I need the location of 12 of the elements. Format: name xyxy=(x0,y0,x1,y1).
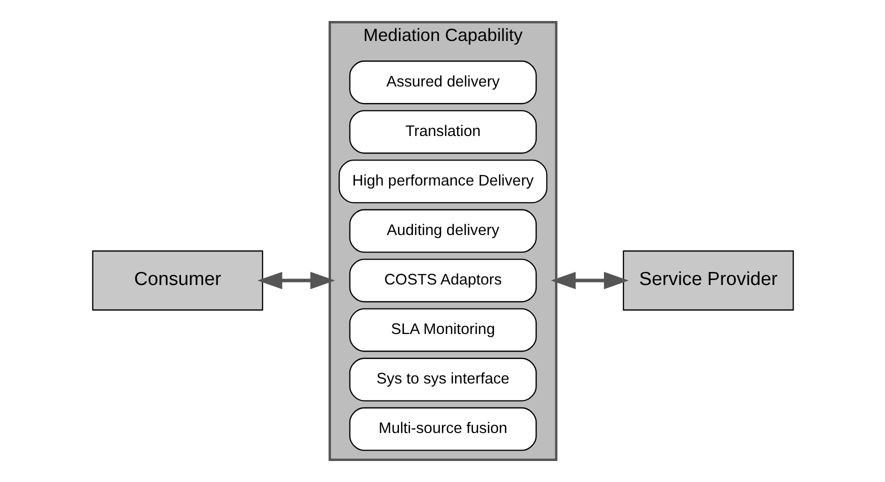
node-box: COSTS Adaptors xyxy=(348,258,536,302)
node-box: Multi-source fusion xyxy=(348,407,536,451)
node-box: Auditing delivery xyxy=(348,209,536,253)
node-box: Sys to sys interface xyxy=(348,358,536,402)
node-box: Assured delivery xyxy=(348,60,536,104)
node-box: High performance Delivery xyxy=(338,160,547,204)
node-box: SLA Monitoring xyxy=(348,308,536,352)
node-box: Consumer xyxy=(92,250,263,311)
node-box: Translation xyxy=(348,110,536,154)
arrow xyxy=(550,272,628,290)
node-box: Service Provider xyxy=(622,250,794,311)
arrow xyxy=(256,272,335,290)
